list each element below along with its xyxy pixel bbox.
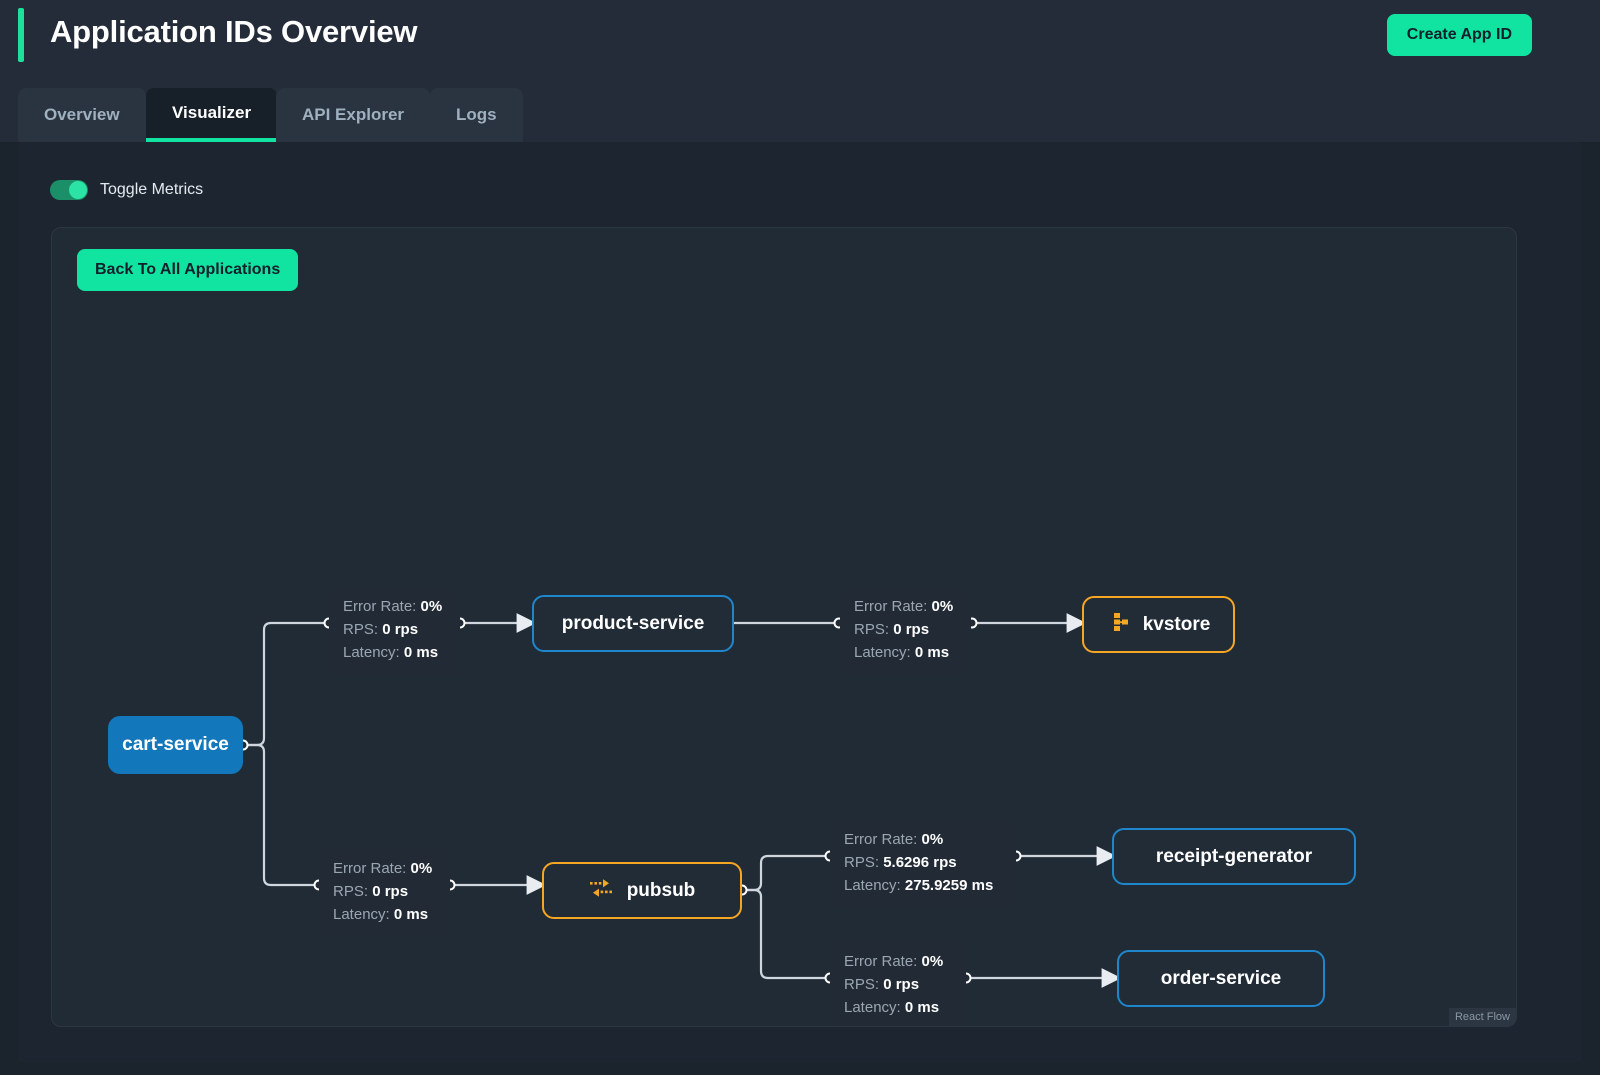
node-label: order-service [1160, 967, 1282, 989]
edge-pubsub-to-order-metric [741, 888, 831, 980]
metric-error-value: 0% [410, 860, 433, 877]
metric-latency-label: Latency: [844, 876, 901, 894]
exchange-icon [589, 877, 613, 905]
metric-rps-label: RPS: [333, 882, 369, 900]
metric-rps-value: 0 rps [372, 882, 409, 900]
metric-error-value: 0% [420, 598, 443, 615]
flow-canvas[interactable]: Back To All Applications [51, 227, 1517, 1027]
metric-box-cart-pubsub[interactable]: Error Rate: 0% RPS: 0 rps Latency: 0 ms [319, 848, 450, 937]
metric-box-pubsub-receipt[interactable]: Error Rate: 0% RPS: 5.6296 rps Latency: … [830, 819, 1016, 908]
metric-latency-value: 0 ms [393, 905, 429, 923]
node-label: pubsub [626, 879, 696, 901]
metric-rps-value: 0 rps [893, 620, 930, 638]
edges-svg [237, 613, 1122, 988]
metric-latency-label: Latency: [343, 643, 400, 661]
metric-rps-label: RPS: [844, 853, 880, 871]
metric-error-label: Error Rate: [343, 598, 417, 615]
tab-bar: Overview Visualizer API Explorer Logs [0, 72, 1600, 142]
metric-rps-label: RPS: [844, 975, 880, 993]
metric-rps-value: 0 rps [883, 975, 920, 993]
node-label: receipt-generator [1155, 845, 1313, 867]
toggle-knob [69, 181, 87, 199]
metric-box-product-kvstore[interactable]: Error Rate: 0% RPS: 0 rps Latency: 0 ms [840, 586, 971, 675]
node-label: cart-service [122, 734, 229, 755]
tab-logs[interactable]: Logs [430, 88, 523, 142]
metric-latency-value: 0 ms [904, 998, 940, 1016]
node-label: kvstore [1142, 613, 1211, 635]
react-flow-attribution[interactable]: React Flow [1448, 1008, 1516, 1026]
tree-icon [1107, 611, 1129, 639]
title-accent-bar [18, 8, 24, 62]
metric-error-value: 0% [921, 831, 944, 848]
metric-latency-value: 0 ms [403, 643, 439, 661]
tab-overview[interactable]: Overview [18, 88, 146, 142]
back-to-all-applications-button[interactable]: Back To All Applications [77, 249, 299, 291]
metric-error-value: 0% [921, 953, 944, 970]
metric-latency-label: Latency: [854, 643, 911, 661]
create-app-id-button[interactable]: Create App ID [1386, 14, 1532, 56]
toggle-metrics-switch[interactable] [50, 180, 88, 200]
node-receipt-generator[interactable]: receipt-generator [1112, 828, 1356, 885]
metric-rps-label: RPS: [854, 620, 890, 638]
tab-visualizer[interactable]: Visualizer [146, 88, 278, 142]
metric-error-label: Error Rate: [854, 598, 928, 615]
node-label: product-service [561, 612, 705, 634]
metric-error-value: 0% [931, 598, 954, 615]
node-kvstore[interactable]: kvstore [1082, 596, 1235, 653]
metric-box-cart-product[interactable]: Error Rate: 0% RPS: 0 rps Latency: 0 ms [329, 586, 460, 675]
toggle-metrics-row: Toggle Metrics [50, 180, 203, 200]
flow-edges-layer [52, 228, 1516, 1026]
node-order-service[interactable]: order-service [1117, 950, 1325, 1007]
metric-latency-label: Latency: [844, 998, 901, 1016]
metric-error-label: Error Rate: [844, 953, 918, 970]
metric-latency-value: 0 ms [914, 643, 950, 661]
node-cart-service[interactable]: cart-service [108, 716, 243, 774]
metric-box-pubsub-order[interactable]: Error Rate: 0% RPS: 0 rps Latency: 0 ms [830, 941, 966, 1026]
metric-error-label: Error Rate: [844, 831, 918, 848]
metric-error-label: Error Rate: [333, 860, 407, 877]
node-pubsub[interactable]: pubsub [542, 862, 742, 919]
tab-api-explorer[interactable]: API Explorer [276, 88, 431, 142]
metric-latency-value: 275.9259 ms [904, 876, 994, 894]
metric-rps-value: 0 rps [382, 620, 419, 638]
app-header: Application IDs Overview Create App ID [0, 0, 1600, 72]
page-title: Application IDs Overview [50, 14, 418, 49]
metric-rps-value: 5.6296 rps [883, 853, 957, 871]
node-product-service[interactable]: product-service [532, 595, 734, 652]
edge-pubsub-to-receipt-metric [741, 854, 831, 892]
visualizer-panel: Toggle Metrics Back To All Applications [18, 142, 1582, 1062]
edge-cart-to-pubsub-metric [242, 743, 320, 887]
metric-rps-label: RPS: [343, 620, 379, 638]
edge-cart-to-product-metric [242, 621, 330, 747]
metric-latency-label: Latency: [333, 905, 390, 923]
toggle-metrics-label: Toggle Metrics [100, 181, 204, 198]
